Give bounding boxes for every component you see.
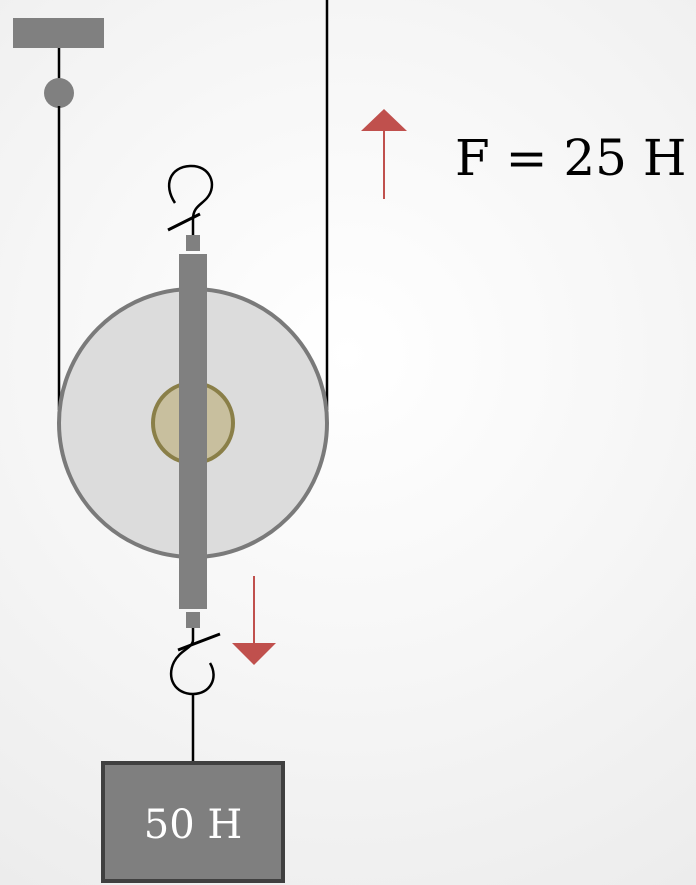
ceiling-mount: [13, 18, 104, 48]
lower-hook-icon: [169, 612, 221, 696]
weight-label: 50 H: [144, 802, 243, 848]
weight-block: [101, 761, 285, 883]
anchor-pin: [44, 78, 74, 108]
force-label: F = 25 H: [455, 129, 687, 187]
frame-bar-over-axle: [179, 380, 207, 466]
upper-hook-icon: [167, 164, 214, 251]
force-up-arrow-icon: [361, 109, 407, 199]
weight-down-arrow-icon: [232, 576, 276, 665]
